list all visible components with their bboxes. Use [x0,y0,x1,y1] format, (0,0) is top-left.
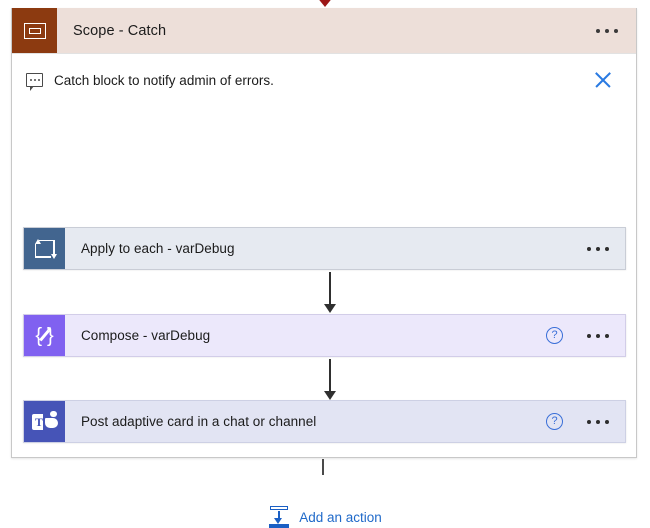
scope-rectangle-icon [12,8,57,53]
add-an-action-label: Add an action [299,509,382,525]
scope-card: Scope - Catch Catch block to notify admi… [11,8,637,528]
action-label: Compose - varDebug [81,328,211,343]
action-card-apply-to-each[interactable]: Apply to each - varDebug [23,227,626,270]
loop-apply-to-each-icon [24,228,65,269]
connector-arrow-2 [324,359,336,401]
microsoft-teams-icon: T [24,401,65,442]
action-card-post-adaptive-card[interactable]: T Post adaptive card in a chat or channe… [23,400,626,443]
action-overflow-ellipsis-icon[interactable] [585,328,611,344]
action-card-controls: ? [546,413,625,430]
scope-overflow-ellipsis-icon[interactable] [592,23,622,39]
outgoing-connector [322,459,324,475]
action-overflow-ellipsis-icon[interactable] [585,241,611,257]
close-icon[interactable] [592,69,614,91]
scope-comment-text: Catch block to notify admin of errors. [54,72,274,88]
action-card-compose[interactable]: {} Compose - varDebug ? [23,314,626,357]
power-automate-scope-canvas: { "canvas": { "incoming_connector": "arr… [0,0,650,475]
scope-header[interactable]: Scope - Catch [12,8,636,53]
incoming-connector [0,0,650,10]
insert-action-icon [268,506,290,528]
action-label: Post adaptive card in a chat or channel [81,414,317,429]
action-card-controls [585,241,625,257]
action-label: Apply to each - varDebug [81,241,235,256]
help-icon[interactable]: ? [546,327,563,344]
connector-arrow-1 [324,272,336,314]
scope-title: Scope - Catch [73,22,167,39]
add-an-action-button[interactable]: Add an action [12,506,638,528]
compose-braces-pencil-icon: {} [24,315,65,356]
scope-comment-row: Catch block to notify admin of errors. [12,53,636,106]
action-overflow-ellipsis-icon[interactable] [585,414,611,430]
action-card-controls: ? [546,327,625,344]
help-icon[interactable]: ? [546,413,563,430]
comment-bubble-icon [26,73,43,91]
incoming-arrowhead-icon [316,0,334,7]
